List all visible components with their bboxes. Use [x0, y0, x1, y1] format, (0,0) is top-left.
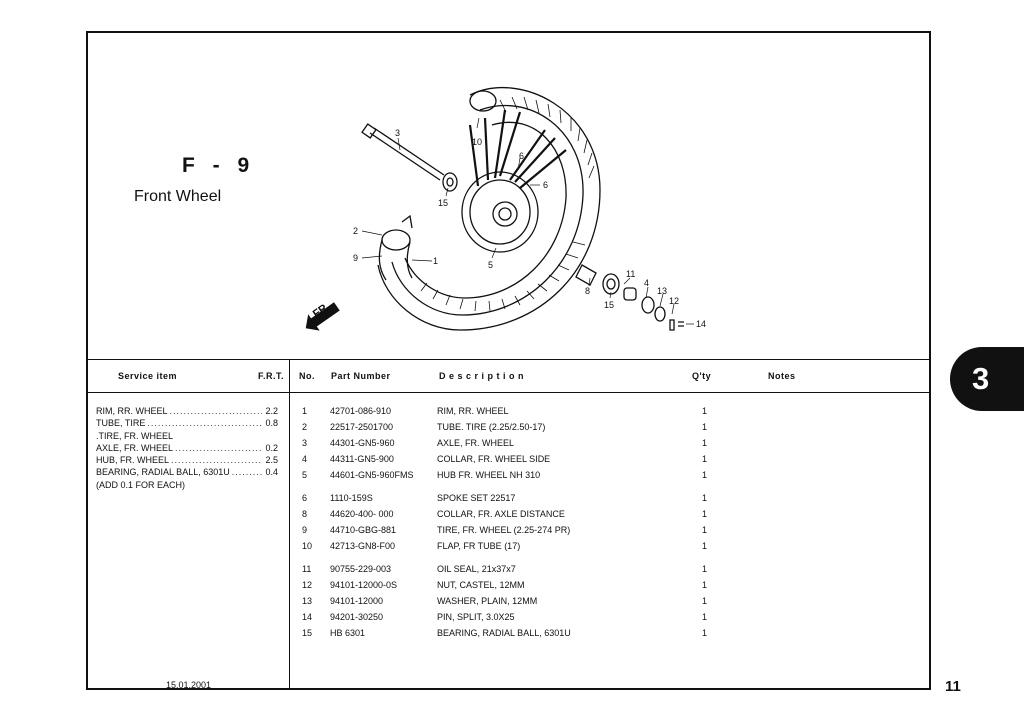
callout-10: 10 — [472, 137, 482, 147]
callout-5: 5 — [488, 260, 493, 270]
table-top-divider — [88, 359, 929, 360]
tire-outline — [377, 86, 601, 331]
callout-15a: 15 — [438, 198, 448, 208]
section-number: 3 — [972, 361, 990, 396]
page-number: 11 — [945, 678, 961, 695]
header-no: No. — [299, 371, 315, 381]
header-description: D e s c r i p t i o n — [439, 371, 525, 381]
front-direction-arrow — [305, 302, 340, 331]
service-items-list: RIM, RR. WHEEL2.2 TUBE, TIRE0.8 .TIRE, F… — [96, 405, 278, 491]
header-qty: Q'ty — [692, 371, 712, 381]
tube-flap — [469, 90, 497, 112]
callout-9: 9 — [353, 253, 358, 263]
callout-8: 8 — [585, 286, 590, 296]
callout-15b: 15 — [604, 300, 614, 310]
service-item: (ADD 0.1 FOR EACH) — [96, 479, 186, 490]
callout-3: 3 — [395, 128, 400, 138]
service-item: AXLE, FR. WHEEL0.2 — [96, 442, 278, 454]
service-item: RIM, RR. WHEEL2.2 — [96, 405, 278, 417]
section-tab: 3 — [950, 347, 1024, 411]
header-notes: Notes — [768, 371, 796, 381]
header-part-number: Part Number — [331, 371, 391, 381]
page-frame: F - 9 Front Wheel Service item F.R.T. No… — [86, 31, 931, 690]
callout-12: 12 — [669, 296, 679, 306]
callout-2: 2 — [353, 226, 358, 236]
callout-6a: 6 — [519, 151, 524, 161]
callout-4: 4 — [644, 278, 649, 288]
callout-1: 1 — [433, 256, 438, 266]
callout-6b: 6 — [543, 180, 548, 190]
service-item: TUBE, TIRE0.8 — [96, 417, 278, 429]
distance-collar — [575, 264, 597, 286]
callout-14: 14 — [696, 319, 706, 329]
header-frt: F.R.T. — [258, 371, 285, 381]
callout-13: 13 — [657, 286, 667, 296]
axle — [369, 127, 445, 181]
service-item: HUB, FR. WHEEL2.5 — [96, 454, 278, 466]
figure-code: F - 9 — [182, 154, 256, 177]
header-service-item: Service item — [118, 371, 178, 381]
callout-11: 11 — [626, 269, 635, 279]
column-divider — [289, 359, 290, 688]
service-item: .TIRE, FR. WHEEL — [96, 430, 174, 441]
service-item: BEARING, RADIAL BALL, 6301U0.4 — [96, 466, 278, 478]
revision-date: 15.01.2001 — [166, 680, 212, 690]
figure-title: Front Wheel — [134, 188, 222, 205]
header-divider — [88, 392, 929, 393]
hub — [461, 171, 539, 253]
